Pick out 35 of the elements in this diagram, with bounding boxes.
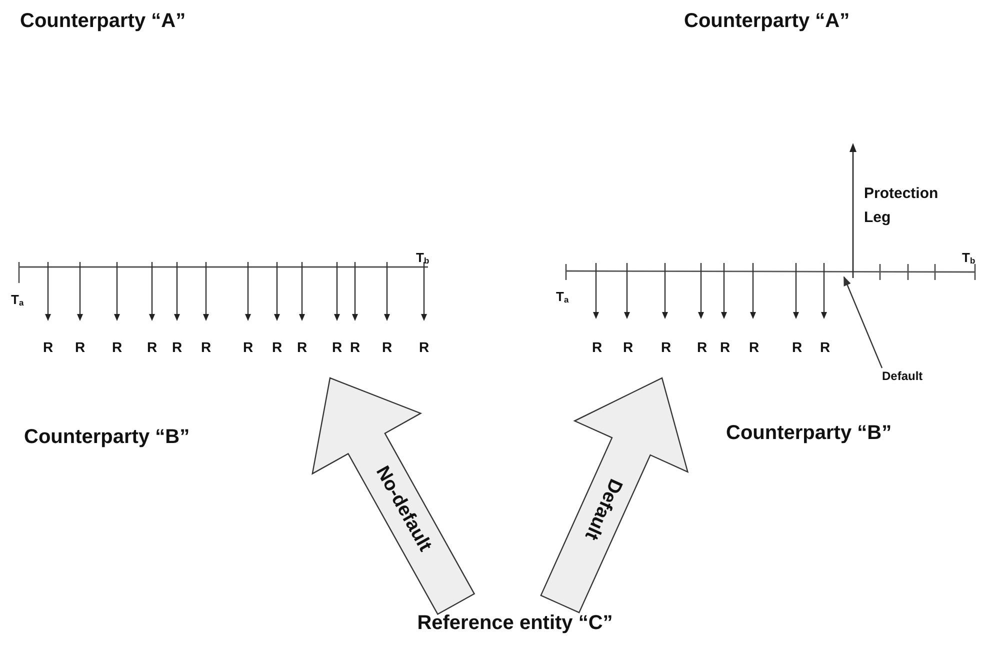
timeline-label: R	[696, 338, 708, 356]
block-arrow	[312, 377, 476, 616]
timeline-label: T$_{a}$	[11, 292, 25, 310]
timeline-label: R	[718, 338, 732, 356]
timeline-label: R	[242, 338, 254, 356]
timeline-label: R	[818, 338, 832, 356]
timeline-label: R	[348, 338, 362, 356]
timeline-label: R	[380, 338, 394, 356]
party-label: Counterparty “B”	[24, 424, 254, 450]
timeline-label: T$_{b}$	[962, 250, 976, 268]
timeline-label: R	[296, 338, 308, 356]
party-label: Counterparty “A”	[20, 8, 250, 34]
party-label: Reference entity “C”	[390, 608, 640, 639]
timeline-label: R	[74, 338, 86, 356]
timeline-label: Protection Leg	[864, 184, 940, 228]
party-label: Default	[882, 368, 952, 384]
timeline-label: R	[146, 338, 158, 356]
timeline-label: T$_{a}$	[556, 289, 570, 307]
timeline-label: R	[170, 338, 184, 356]
timeline-label: R	[660, 338, 672, 356]
timeline-label: R	[200, 338, 212, 356]
timeline-label: R	[418, 338, 430, 356]
timeline-label: R	[270, 338, 284, 356]
timeline-label: R	[110, 338, 124, 356]
party-label: Counterparty “B”	[726, 420, 956, 446]
timeline-label: R	[790, 338, 804, 356]
party-label: Counterparty “A”	[684, 8, 914, 34]
block-arrow	[540, 377, 689, 614]
timeline-label: R	[590, 338, 604, 356]
timeline-label: R	[748, 338, 760, 356]
leader-line	[843, 276, 883, 368]
timeline-label: R	[622, 338, 634, 356]
timeline-label: R	[330, 338, 344, 356]
timeline-label: R	[42, 338, 54, 356]
timeline-label: T$_{b}$	[416, 250, 430, 268]
